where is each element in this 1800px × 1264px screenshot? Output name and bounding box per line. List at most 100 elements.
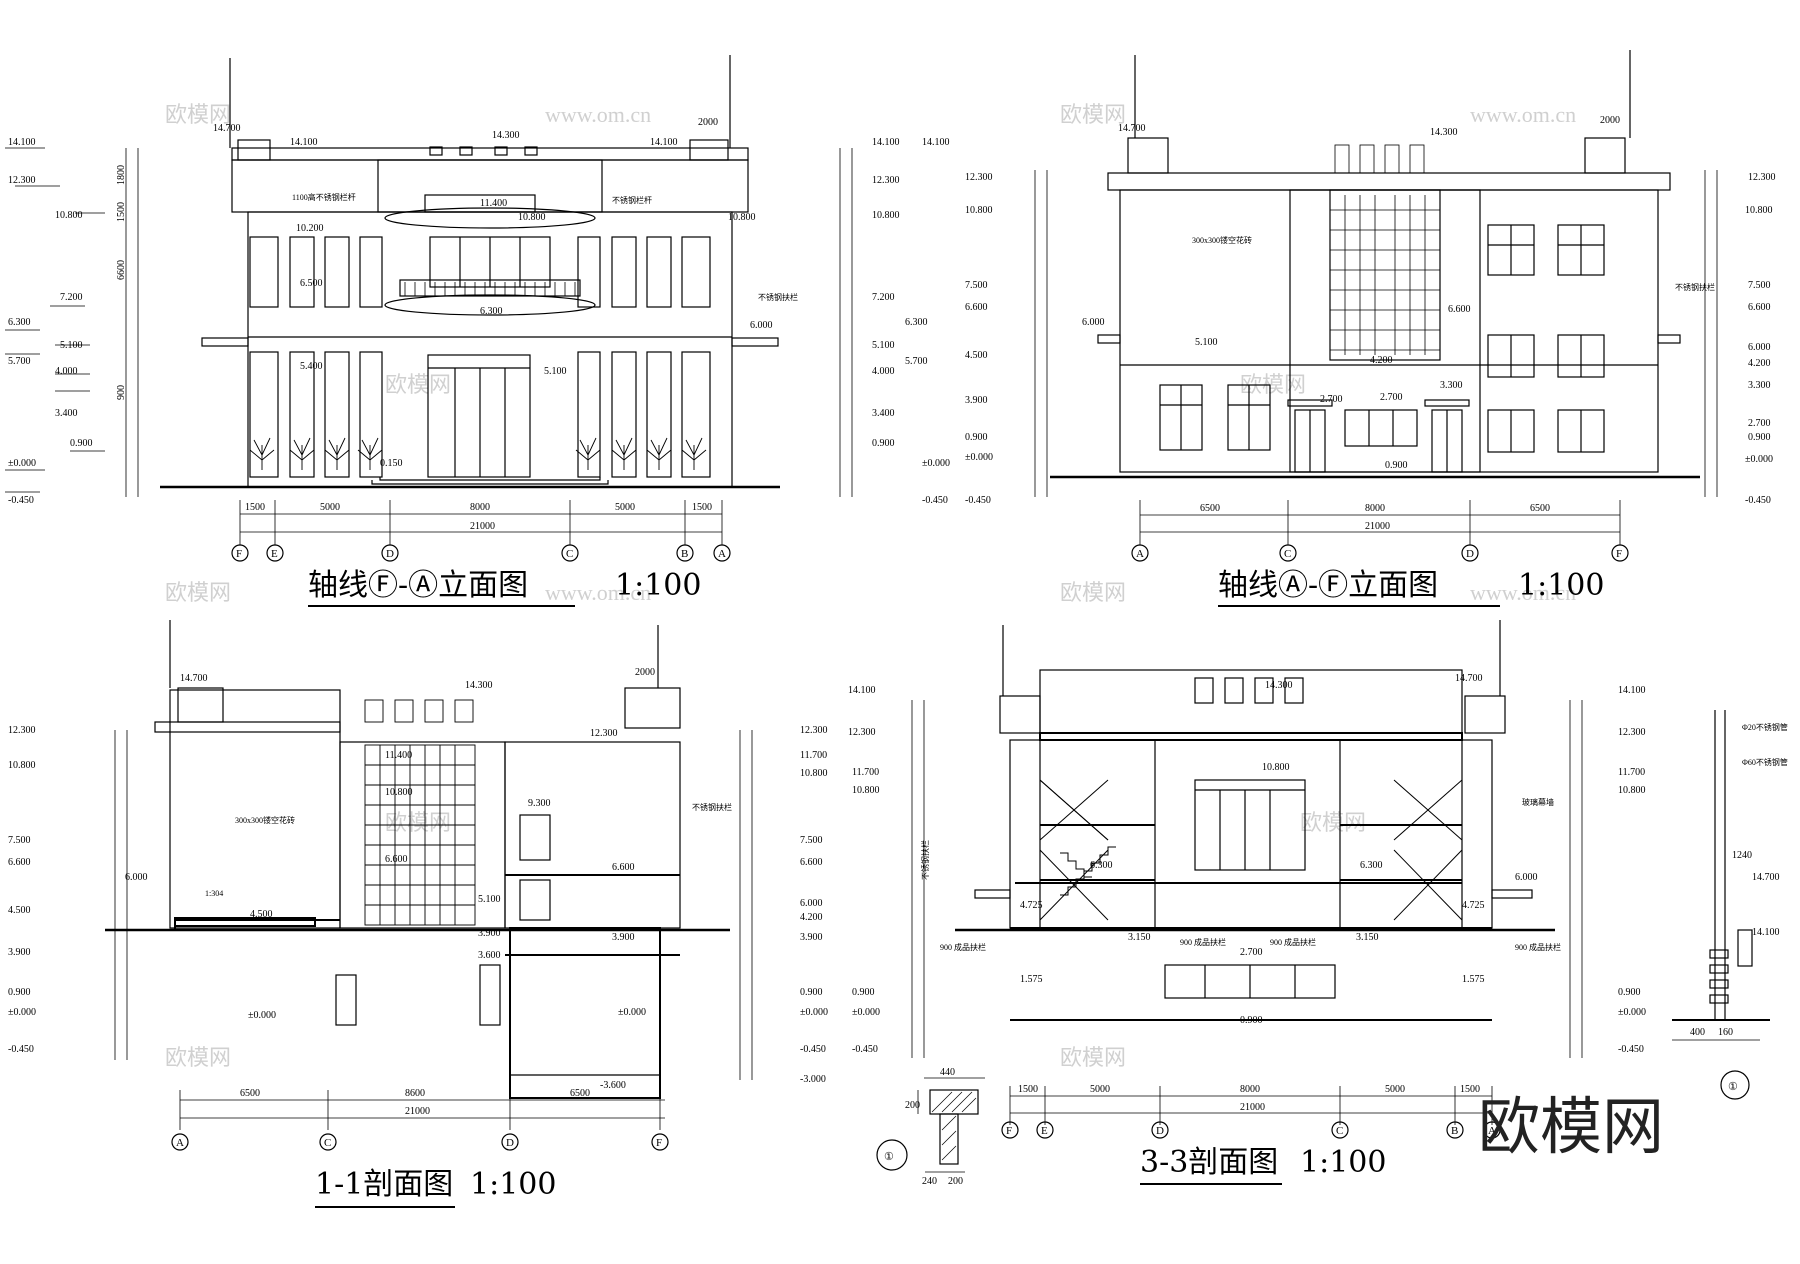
section-1-1 <box>105 620 753 1151</box>
level-label: 0.900 <box>1748 432 1771 443</box>
level-label: 4.200 <box>1748 358 1771 369</box>
level-label: 2.700 <box>1748 418 1771 429</box>
annotation: 不锈钢扶栏 <box>920 840 930 880</box>
level-label: -0.450 <box>800 1044 826 1055</box>
level-label: -0.450 <box>1745 495 1771 506</box>
dim-label: 8000 <box>470 502 490 513</box>
annotation: 900 成品扶栏 <box>940 942 986 952</box>
dim-label: 240 <box>922 1176 937 1187</box>
dim-label: 8000 <box>1365 503 1385 514</box>
elevation-a-f-labels: 14.100 12.300 10.800 7.500 6.600 4.500 3… <box>922 115 1776 607</box>
level-label: 3.900 <box>478 928 501 939</box>
axis-label: B <box>1451 1125 1458 1137</box>
axis-label: A <box>1136 548 1144 560</box>
level-label: 5.400 <box>300 361 323 372</box>
elevation-a-f <box>1034 50 1718 562</box>
section-1-1-labels: 12.300 10.800 7.500 6.600 4.500 3.900 0.… <box>8 667 828 1208</box>
level-label: 10.800 <box>1618 785 1646 796</box>
level-label: 14.300 <box>1265 680 1293 691</box>
drawing-title: 轴线Ⓐ-Ⓕ立面图 <box>1218 568 1438 603</box>
detail-label: ① <box>1728 1081 1738 1093</box>
annotation: 不锈钢栏杆 <box>612 195 652 205</box>
annotation: Φ60不锈钢管 <box>1742 757 1788 767</box>
axis-label: D <box>1156 1125 1164 1137</box>
level-label: -0.450 <box>852 1044 878 1055</box>
dim-label: 8600 <box>405 1088 425 1099</box>
watermark: 欧模网 <box>385 372 451 397</box>
level-label: 0.900 <box>1385 460 1408 471</box>
level-label: 14.300 <box>465 680 493 691</box>
watermark: 欧模网 <box>1300 810 1366 835</box>
level-label: 6.600 <box>1748 302 1771 313</box>
level-label: 6.500 <box>300 278 323 289</box>
level-label: 10.800 <box>55 210 83 221</box>
level-label: 4.725 <box>1020 900 1043 911</box>
annotation: 900 成品扶栏 <box>1270 937 1316 947</box>
level-label: 14.700 <box>213 123 241 134</box>
level-label: 4.200 <box>1370 355 1393 366</box>
drawing-title: 1-1剖面图 <box>315 1167 453 1202</box>
level-label: 6.300 <box>1090 860 1113 871</box>
level-label: 6.300 <box>1360 860 1383 871</box>
level-label: 14.100 <box>922 137 950 148</box>
dim-label: 21000 <box>1365 521 1390 532</box>
level-label: 10.800 <box>728 212 756 223</box>
level-label: 6.600 <box>612 862 635 873</box>
dim-label: 2000 <box>1600 115 1620 126</box>
axis-label: D <box>1466 548 1474 560</box>
dim-label: 6500 <box>240 1088 260 1099</box>
level-label: 14.700 <box>1118 123 1146 134</box>
level-label: 12.300 <box>8 725 36 736</box>
level-label: 11.400 <box>480 198 507 209</box>
watermark: www.om.cn <box>1470 102 1576 127</box>
level-label: 5.100 <box>872 340 895 351</box>
level-label: 6.600 <box>8 857 31 868</box>
level-label: 4.500 <box>965 350 988 361</box>
axis-label: A <box>1488 1125 1496 1137</box>
elevation-f-a-labels: 14.100 12.300 10.800 7.200 6.300 5.100 5… <box>8 117 950 607</box>
dim-label: 1500 <box>1460 1084 1480 1095</box>
level-label: 4.000 <box>55 366 78 377</box>
level-label: 14.100 <box>290 137 318 148</box>
watermark: www.om.cn <box>1470 580 1576 605</box>
level-label: 6.300 <box>480 306 503 317</box>
level-label: 6.300 <box>8 317 31 328</box>
level-label: 6.300 <box>905 317 928 328</box>
level-label: 0.900 <box>872 438 895 449</box>
level-label: 3.150 <box>1128 932 1151 943</box>
level-label: 10.800 <box>518 212 546 223</box>
dim-label: 440 <box>940 1067 955 1078</box>
axis-label: F <box>1006 1125 1012 1137</box>
level-label: 14.300 <box>1430 127 1458 138</box>
level-label: 12.300 <box>965 172 993 183</box>
level-label: 3.900 <box>8 947 31 958</box>
drawing-scale: 1:100 <box>470 1167 556 1202</box>
level-label: 7.200 <box>60 292 83 303</box>
level-label: 5.100 <box>544 366 567 377</box>
watermark: 欧模网 <box>1060 1045 1126 1070</box>
level-label: 12.300 <box>1618 727 1646 738</box>
level-label: -0.450 <box>922 495 948 506</box>
dim-label: 2000 <box>635 667 655 678</box>
watermark: 欧模网 <box>1060 102 1126 127</box>
dim-label: 1240 <box>1732 850 1752 861</box>
level-label: 7.500 <box>1748 280 1771 291</box>
level-label: ±0.000 <box>1618 1007 1646 1018</box>
section-3-3-labels: 14.100 12.300 11.700 10.800 0.900 ±0.000… <box>848 673 1646 1185</box>
level-label: 6.000 <box>1748 342 1771 353</box>
annotation: 900 成品扶栏 <box>1180 937 1226 947</box>
drawing-scale: 1:100 <box>1518 568 1604 603</box>
level-label: 12.300 <box>8 175 36 186</box>
axis-label: A <box>176 1137 184 1149</box>
dim-label: 1500 <box>116 202 127 222</box>
level-label: -0.450 <box>8 495 34 506</box>
drawing-title: 3-3剖面图 <box>1140 1145 1278 1180</box>
level-label: 11.700 <box>1618 767 1645 778</box>
level-label: 10.800 <box>1262 762 1290 773</box>
level-label: 11.700 <box>852 767 879 778</box>
level-label: 14.100 <box>872 137 900 148</box>
level-label: 3.300 <box>1440 380 1463 391</box>
watermark: 欧模网 <box>1060 580 1126 605</box>
level-label: 5.100 <box>1195 337 1218 348</box>
dim-label: 1800 <box>116 165 127 185</box>
